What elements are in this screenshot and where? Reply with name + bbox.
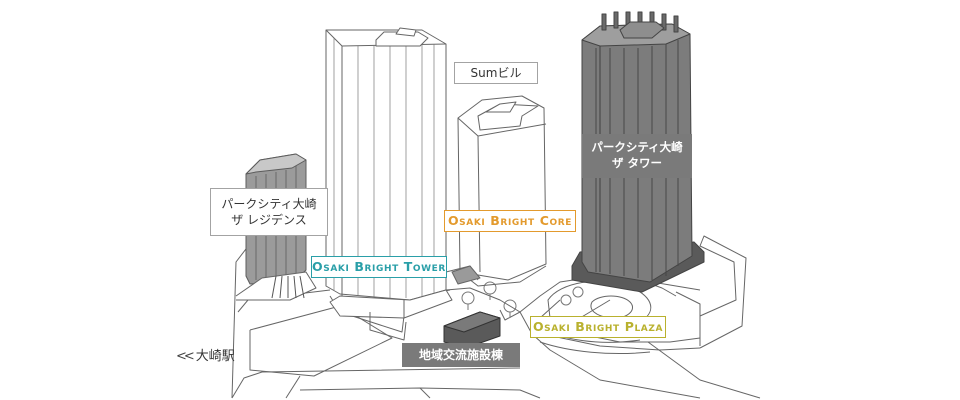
bright-core-building: [445, 95, 547, 287]
the-tower-label: パークシティ大崎 ザ タワー: [582, 134, 692, 178]
trees: [461, 281, 584, 318]
streets: [231, 203, 761, 399]
bright-core-label: Osaki Bright Core: [444, 210, 576, 232]
bright-tower-label: Osaki Bright Tower: [311, 256, 447, 278]
sum-building-label: Sumビル: [454, 62, 538, 84]
community-facility-label: 地域交流施設棟: [402, 343, 520, 367]
double-chevron-left-icon: <<: [176, 349, 195, 364]
residence-label: パークシティ大崎 ザ レジデンス: [210, 188, 328, 236]
bright-plaza-label: Osaki Bright Plaza: [530, 316, 666, 338]
bright-tower-building: [325, 27, 453, 341]
station-label: <<大崎駅: [176, 349, 235, 364]
community-facility-building: [443, 311, 501, 349]
